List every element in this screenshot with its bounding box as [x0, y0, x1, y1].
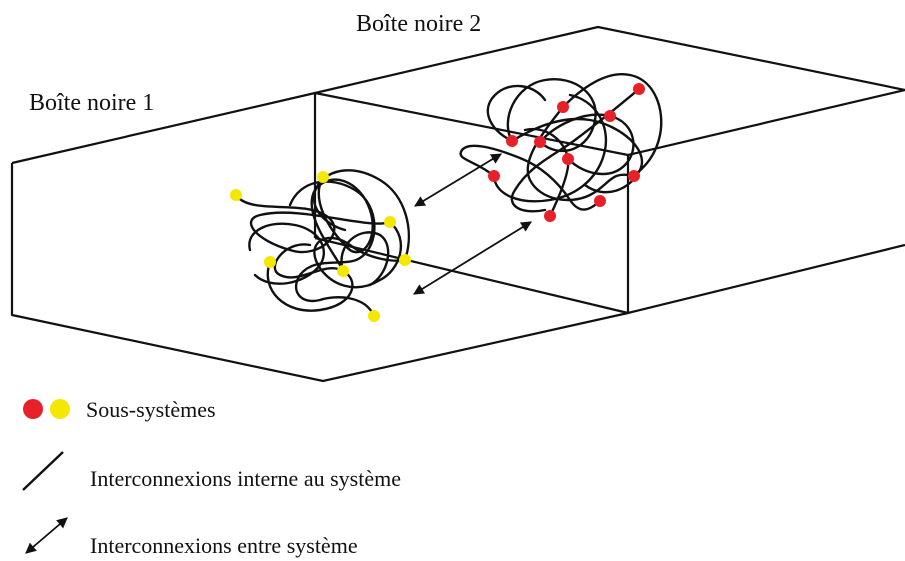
yellow-subsystem — [337, 265, 349, 277]
legend-external-links-label: Interconnexions entre système — [90, 533, 358, 558]
yellow-subsystem — [230, 189, 242, 201]
red-subsystem — [544, 210, 556, 222]
system-1-subsystems — [230, 171, 411, 322]
red-subsystem — [534, 136, 546, 148]
red-subsystem — [594, 195, 606, 207]
yellow-subsystem — [317, 171, 329, 183]
yellow-subsystem — [399, 254, 411, 266]
legend-subsystems-label: Sous-systèmes — [86, 397, 216, 422]
box-2-outline — [314, 25, 905, 315]
system-2-subsystems — [488, 83, 645, 222]
red-subsystem — [628, 170, 640, 182]
red-subsystem — [562, 153, 574, 165]
box-1-label: Boîte noire 1 — [29, 90, 155, 116]
yellow-subsystem — [368, 310, 380, 322]
system-1-interconnections — [234, 169, 410, 318]
red-dot-icon — [23, 399, 43, 419]
line-icon — [22, 451, 64, 491]
box-1-outline — [10, 91, 629, 383]
red-subsystem — [604, 110, 616, 122]
yellow-subsystem — [264, 256, 276, 268]
yellow-subsystem — [384, 216, 396, 228]
red-subsystem — [557, 101, 569, 113]
yellow-dot-icon — [50, 399, 70, 419]
red-subsystem — [488, 170, 500, 182]
red-subsystem — [633, 83, 645, 95]
red-subsystem — [506, 135, 518, 147]
double-arrow-icon — [25, 517, 68, 554]
inter-system-arrow-upper — [414, 153, 502, 207]
box-2-label: Boîte noire 2 — [356, 11, 482, 37]
legend-internal-links-label: Interconnexions interne au système — [90, 466, 401, 491]
system-2-interconnections — [459, 73, 663, 218]
inter-system-arrow-lower — [413, 221, 532, 295]
